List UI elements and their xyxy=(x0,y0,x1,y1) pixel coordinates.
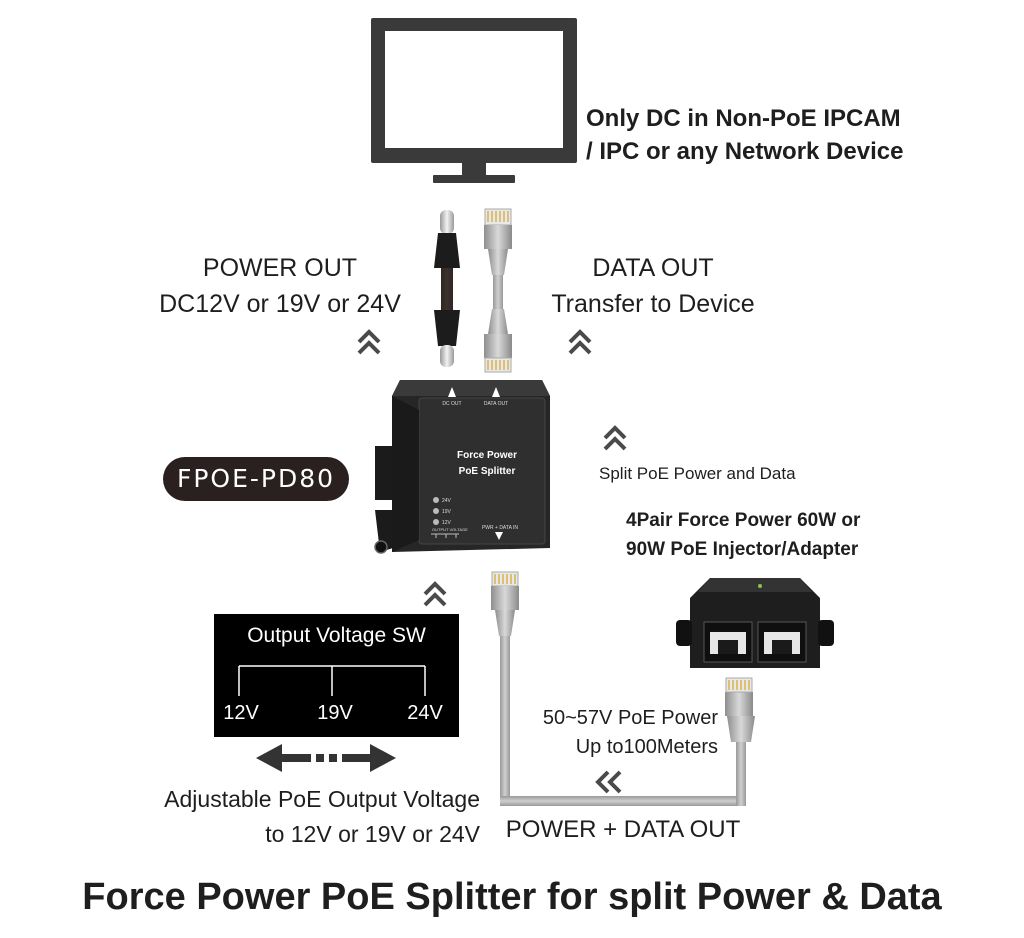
injector-title-line2: 90W PoE Injector/Adapter xyxy=(626,539,859,560)
splitter-data-out-label: DATA OUT xyxy=(484,401,508,407)
power-out-title: POWER OUT xyxy=(202,254,358,282)
splitter-led-19v: 19V xyxy=(442,509,452,515)
switch-panel-lines xyxy=(238,665,426,696)
switch-panel-title: Output Voltage SW xyxy=(247,624,426,647)
poe-input-cable xyxy=(491,571,755,806)
device-description-line2: / IPC or any Network Device xyxy=(586,138,904,165)
dc-power-cable xyxy=(434,210,460,367)
poe-splitter-device xyxy=(374,380,550,554)
splitter-label-line1: Force Power xyxy=(457,450,517,461)
splitter-dc-out-label: DC OUT xyxy=(442,401,461,407)
output-voltage-switch-panel: Output Voltage SW 12V 19V 24V xyxy=(214,614,459,737)
adjustable-line2: to 12V or 19V or 24V xyxy=(265,821,480,847)
split-arrow-icon xyxy=(603,425,627,451)
splitter-led-24v: 24V xyxy=(442,498,452,504)
power-data-out-label: POWER + DATA OUT xyxy=(505,816,741,843)
poe-injector-device xyxy=(676,578,834,668)
data-out-ethernet-cable xyxy=(484,208,512,373)
monitor-icon xyxy=(371,18,577,183)
injector-title-line1: 4Pair Force Power 60W or xyxy=(626,510,861,531)
splitter-label-line2: PoE Splitter xyxy=(459,466,516,477)
switch-option-19v: 19V xyxy=(317,702,353,724)
splitter-switch-label: OUTPUT VOLTAGE xyxy=(432,527,468,532)
splitter-led-12v: 12V xyxy=(442,520,452,526)
poe-flow-arrow-icon xyxy=(595,770,622,794)
adjust-double-arrow-icon xyxy=(256,744,396,772)
poe-power-line1: 50~57V PoE Power xyxy=(542,707,718,729)
poe-power-line2: Up to100Meters xyxy=(575,736,718,758)
data-out-subtitle: Transfer to Device xyxy=(551,290,755,318)
adjustable-line1: Adjustable PoE Output Voltage xyxy=(164,786,480,812)
data-out-title: DATA OUT xyxy=(592,254,714,282)
power-out-subtitle: DC12V or 19V or 24V xyxy=(159,290,401,318)
footer-title: Force Power PoE Splitter for split Power… xyxy=(82,876,942,918)
split-label: Split PoE Power and Data xyxy=(599,464,796,483)
model-badge: FPOE-PD80 xyxy=(163,457,349,501)
switch-option-12v: 12V xyxy=(223,702,259,724)
switch-option-24v: 24V xyxy=(407,702,443,724)
data-out-arrow-icon xyxy=(568,329,592,355)
switch-arrow-icon xyxy=(423,581,447,607)
device-description-line1: Only DC in Non-PoE IPCAM xyxy=(586,105,901,132)
power-out-arrow-icon xyxy=(357,329,381,355)
splitter-in-label: PWR + DATA IN xyxy=(482,525,518,531)
